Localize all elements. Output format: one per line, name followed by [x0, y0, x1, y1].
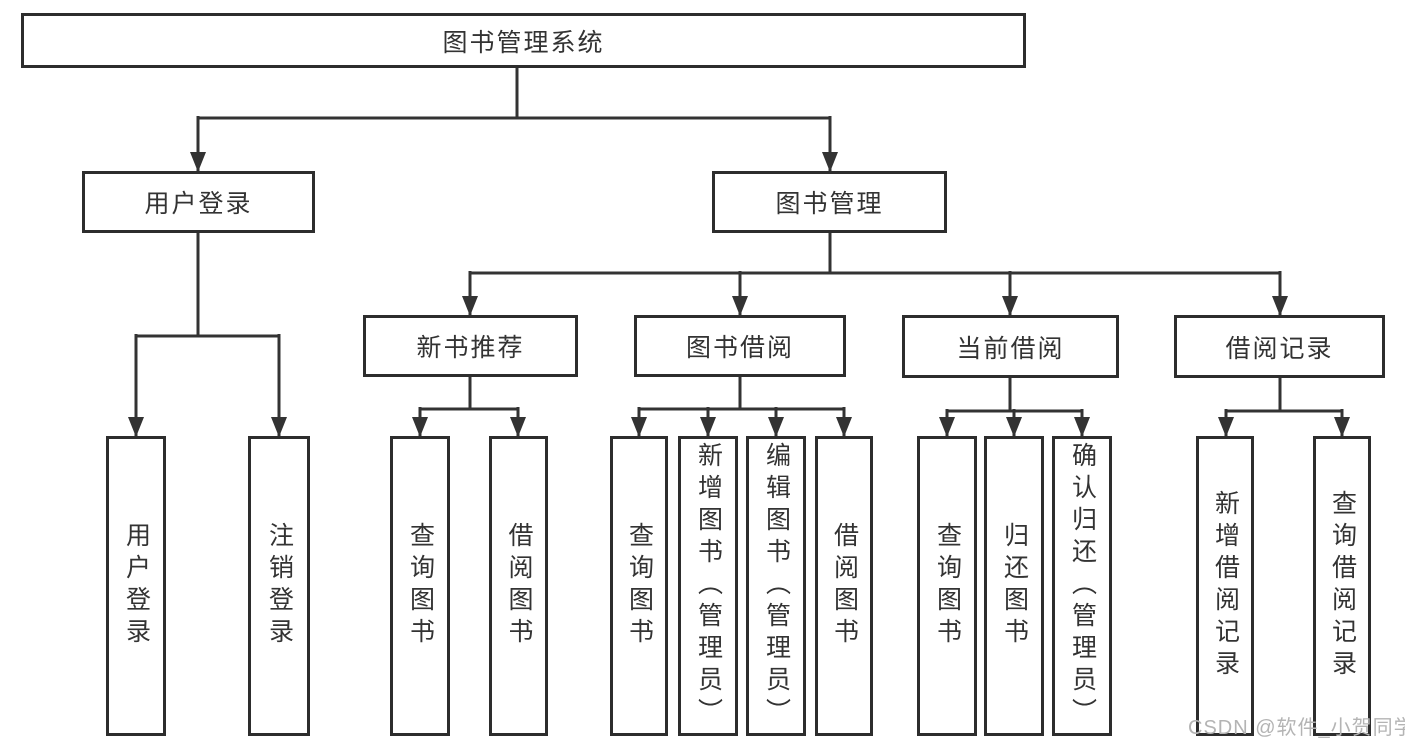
csdn-watermark: CSDN @软件_小贺同学 [1188, 717, 1405, 739]
leaf-current-query-label: 查询图书 [933, 522, 962, 650]
leaf-borrow-book: 借阅图书 [815, 436, 873, 736]
leaf-new-books-query-label: 查询图书 [406, 522, 435, 650]
leaf-new-books-borrow-label: 借阅图书 [505, 522, 533, 650]
borrow-records-connectors [1218, 378, 1350, 437]
leaf-return-book: 归还图书 [984, 436, 1044, 736]
leaf-confirm-return-admin-label: 确认归还（管理员） [1068, 442, 1097, 730]
leaf-edit-book-admin: 编辑图书（管理员） [746, 436, 806, 736]
leaf-confirm-return-admin: 确认归还（管理员） [1052, 436, 1112, 736]
root-branch-connectors [190, 68, 838, 172]
leaf-query-borrow-record: 查询借阅记录 [1313, 436, 1371, 736]
node-section-current-borrow-label: 当前借阅 [956, 334, 1065, 363]
leaf-add-book-admin: 新增图书（管理员） [678, 436, 738, 736]
node-section-new-books-label: 新书推荐 [416, 334, 525, 362]
book-mgmt-connectors [462, 233, 1288, 316]
leaf-add-borrow-record-label: 新增借阅记录 [1211, 490, 1240, 682]
new-books-connectors [412, 377, 526, 437]
leaf-query-borrow-record-label: 查询借阅记录 [1328, 490, 1357, 682]
leaf-add-book-admin-label: 新增图书（管理员） [694, 442, 723, 730]
node-root: 图书管理系统 [21, 13, 1026, 68]
node-book-mgmt: 图书管理 [712, 171, 947, 233]
leaf-user-login-label: 用户登录 [122, 522, 151, 650]
node-root-label: 图书管理系统 [442, 28, 605, 57]
node-section-book-borrow: 图书借阅 [634, 315, 846, 377]
user-login-connectors [128, 233, 287, 437]
leaf-logout-label: 注销登录 [265, 522, 294, 650]
leaf-add-borrow-record: 新增借阅记录 [1196, 436, 1254, 736]
node-section-borrow-records-label: 借阅记录 [1225, 334, 1334, 363]
node-section-new-books: 新书推荐 [363, 315, 578, 377]
node-user-login: 用户登录 [82, 171, 315, 233]
node-section-book-borrow-label: 图书借阅 [685, 334, 794, 362]
book-borrow-connectors [631, 377, 852, 437]
node-section-current-borrow: 当前借阅 [902, 315, 1119, 378]
node-user-login-label: 用户登录 [144, 190, 253, 218]
leaf-user-login: 用户登录 [106, 436, 166, 736]
leaf-return-book-label: 归还图书 [1000, 522, 1029, 650]
leaf-logout: 注销登录 [248, 436, 310, 736]
leaf-new-books-query: 查询图书 [390, 436, 450, 736]
node-book-mgmt-label: 图书管理 [775, 190, 884, 218]
leaf-new-books-borrow: 借阅图书 [489, 436, 548, 736]
leaf-current-query: 查询图书 [917, 436, 977, 736]
current-borrow-connectors [939, 378, 1090, 437]
leaf-borrow-book-label: 借阅图书 [830, 522, 859, 650]
leaf-edit-book-admin-label: 编辑图书（管理员） [762, 442, 791, 730]
leaf-borrow-query-label: 查询图书 [625, 522, 654, 650]
node-section-borrow-records: 借阅记录 [1174, 315, 1385, 378]
leaf-borrow-query: 查询图书 [610, 436, 668, 736]
